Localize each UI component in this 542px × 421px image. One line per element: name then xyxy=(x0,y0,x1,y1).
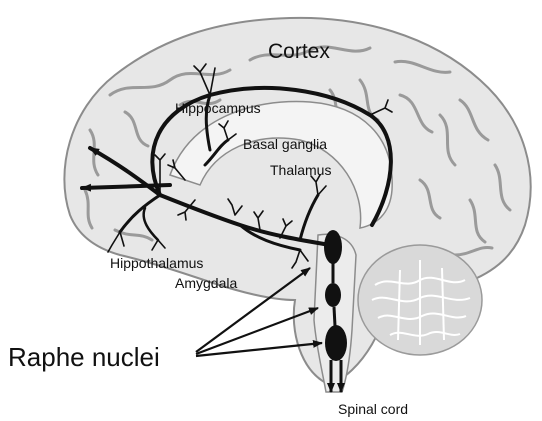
label-hippothalamus: Hippothalamus xyxy=(110,255,203,271)
raphe-nucleus-lower xyxy=(325,325,347,361)
cerebellum xyxy=(358,245,482,355)
raphe-nucleus-upper xyxy=(324,230,342,264)
label-basal-ganglia: Basal ganglia xyxy=(243,136,327,152)
label-cortex: Cortex xyxy=(268,40,330,63)
label-raphe-nuclei: Raphe nuclei xyxy=(8,342,160,372)
label-spinal-cord: Spinal cord xyxy=(338,401,408,417)
label-hippocampus: Hippocampus xyxy=(175,100,261,116)
brain-outline xyxy=(64,18,530,392)
label-thalamus: Thalamus xyxy=(270,162,331,178)
raphe-nucleus-middle xyxy=(325,283,341,307)
label-amygdala: Amygdala xyxy=(175,275,237,291)
